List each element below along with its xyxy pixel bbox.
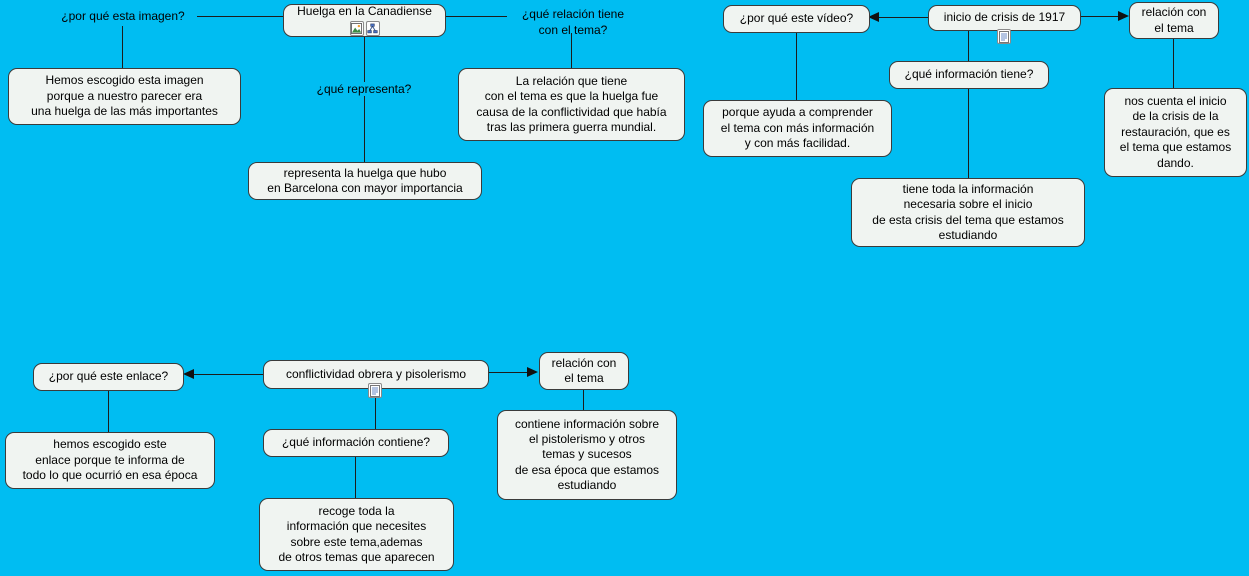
arrowhead-right-icon: [527, 367, 538, 377]
concept-why-video[interactable]: ¿por qué este vídeo?: [723, 5, 870, 33]
concept-what-info-link[interactable]: ¿qué información contiene?: [263, 429, 449, 457]
connector-line: [197, 16, 283, 17]
arrowhead-right-icon: [1118, 11, 1129, 21]
connector-line: [375, 389, 376, 429]
connector-line: [122, 26, 123, 68]
document-icon[interactable]: [368, 383, 382, 398]
connector-line: [194, 374, 263, 375]
connector-line: [488, 372, 530, 373]
connector-line: [571, 33, 572, 68]
connector-line: [796, 33, 797, 100]
arrowhead-left-icon: [868, 12, 879, 22]
document-icon[interactable]: [997, 29, 1011, 44]
linking-phrase-what-represents[interactable]: ¿qué representa?: [316, 82, 412, 96]
concept-represents-answer[interactable]: representa la huelga que hubo en Barcelo…: [248, 162, 482, 200]
concept-info-link-answer[interactable]: recoge toda la información que necesites…: [259, 498, 454, 571]
linking-phrase-what-relation-image[interactable]: ¿qué relación tiene con el tema?: [521, 7, 625, 37]
resource-icon-row: [349, 20, 380, 36]
concept-huelga-canadiense[interactable]: Huelga en la Canadiense: [283, 4, 446, 37]
connector-line: [1173, 39, 1174, 88]
concept-what-info-video[interactable]: ¿qué información tiene?: [889, 61, 1049, 89]
connector-line: [445, 16, 507, 17]
connector-line: [108, 391, 109, 432]
connector-line: [355, 457, 356, 498]
image-icon[interactable]: [349, 20, 364, 36]
concept-info-video-answer[interactable]: tiene toda la información necesaria sobr…: [851, 178, 1085, 247]
connector-line: [968, 89, 969, 178]
concept-relation-video-answer[interactable]: nos cuenta el inicio de la crisis de la …: [1104, 88, 1247, 177]
connector-line: [583, 390, 584, 410]
connector-line: [968, 31, 969, 61]
concept-label: Huelga en la Canadiense: [297, 4, 432, 19]
concept-why-link[interactable]: ¿por qué este enlace?: [33, 363, 184, 391]
concept-relation-video[interactable]: relación con el tema: [1129, 2, 1219, 39]
concept-relation-image-answer[interactable]: La relación que tiene con el tema es que…: [458, 68, 685, 141]
concept-relation-link[interactable]: relación con el tema: [539, 352, 629, 390]
concept-relation-link-answer[interactable]: contiene información sobre el pistoleris…: [497, 410, 677, 500]
arrowhead-left-icon: [183, 369, 194, 379]
linking-phrase-why-image[interactable]: ¿por qué esta imagen?: [61, 9, 185, 23]
connector-line: [879, 17, 928, 18]
concept-why-video-answer[interactable]: porque ayuda a comprender el tema con má…: [703, 100, 892, 157]
cmap-icon[interactable]: [365, 20, 380, 36]
concept-why-image-answer[interactable]: Hemos escogido esta imagen porque a nues…: [8, 68, 241, 125]
concept-why-link-answer[interactable]: hemos escogido este enlace porque te inf…: [5, 432, 215, 489]
connector-line: [364, 37, 365, 82]
concept-inicio-crisis[interactable]: inicio de crisis de 1917: [928, 5, 1081, 31]
connector-line: [364, 96, 365, 162]
connector-line: [1081, 16, 1121, 17]
